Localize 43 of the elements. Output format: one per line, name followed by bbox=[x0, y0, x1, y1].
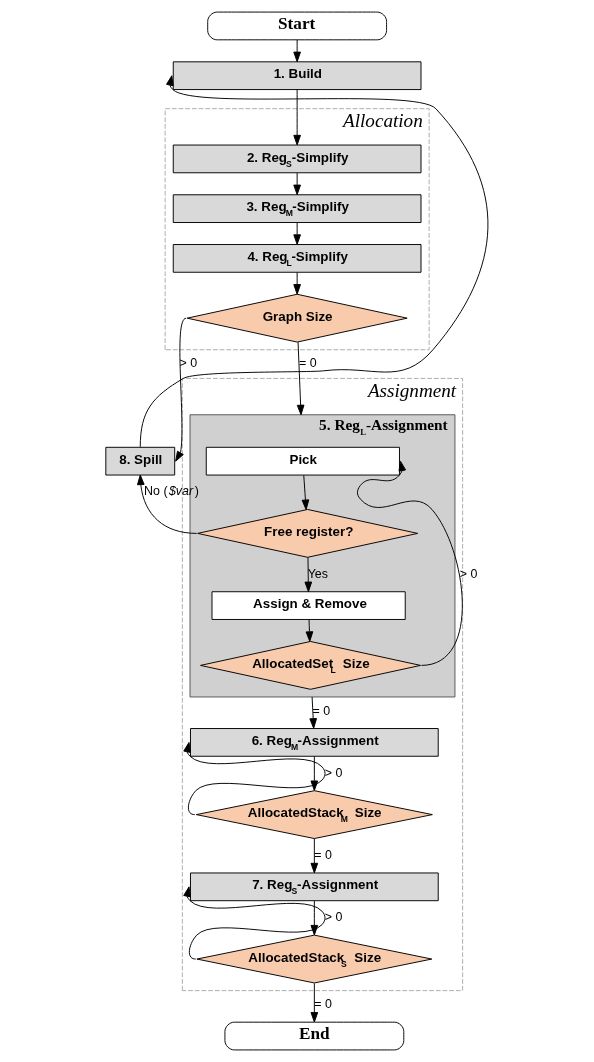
node-box: 7. Reg$_{S}$-Assignment bbox=[190, 872, 439, 902]
arrow bbox=[304, 556, 313, 593]
edge-label: > 0 bbox=[324, 910, 343, 925]
arrow bbox=[310, 900, 319, 936]
edge-label: = 0 bbox=[299, 356, 317, 371]
arrow bbox=[296, 341, 305, 416]
arrow bbox=[309, 696, 317, 729]
node-box: 8. Spill bbox=[105, 446, 176, 476]
arrow bbox=[293, 89, 301, 146]
arrow bbox=[293, 272, 301, 295]
edge-label: > 0 bbox=[324, 765, 343, 780]
arrow bbox=[310, 838, 319, 874]
node-box: Pick bbox=[205, 446, 400, 476]
edge-label: > 0 bbox=[179, 356, 198, 371]
node-diamond: Graph Size bbox=[186, 293, 408, 343]
node-box: 6. Reg$_{M}$-Assignment bbox=[190, 728, 439, 757]
node-diamond: Free register? bbox=[197, 509, 419, 558]
arrow bbox=[305, 619, 314, 642]
node-diamond: AllocatedSet$_{L}$ Size bbox=[200, 641, 421, 690]
arrow bbox=[293, 222, 301, 245]
node-box: 4. Reg$_{L}$-Simplify bbox=[172, 244, 422, 273]
arrow bbox=[293, 39, 301, 63]
node-box: 1. Build bbox=[172, 61, 422, 91]
node-box: End bbox=[224, 1021, 405, 1051]
node-box: Assign & Remove bbox=[211, 591, 406, 620]
arrow bbox=[310, 982, 319, 1023]
node-diamond: AllocatedStack$_{M}$ Size bbox=[195, 790, 433, 839]
arrow bbox=[310, 756, 319, 791]
arrow bbox=[301, 474, 310, 511]
arrow bbox=[183, 741, 326, 816]
arrow bbox=[139, 75, 489, 448]
edge-label: = 0 bbox=[312, 703, 331, 718]
edge-label: = 0 bbox=[314, 848, 332, 862]
arrow bbox=[175, 317, 187, 462]
node-box: Start bbox=[207, 11, 388, 41]
arrow bbox=[136, 474, 198, 534]
edge-label: = 0 bbox=[314, 997, 332, 1012]
node-box: 3. Reg$_{M}$-Simplify bbox=[172, 194, 422, 223]
arrow bbox=[183, 886, 326, 960]
arrow bbox=[293, 172, 301, 196]
node-diamond: AllocatedStack$_{S}$ Size bbox=[196, 934, 433, 984]
node-box: 2. Reg$_{S}$-Simplify bbox=[172, 144, 422, 174]
arrow bbox=[356, 460, 463, 666]
